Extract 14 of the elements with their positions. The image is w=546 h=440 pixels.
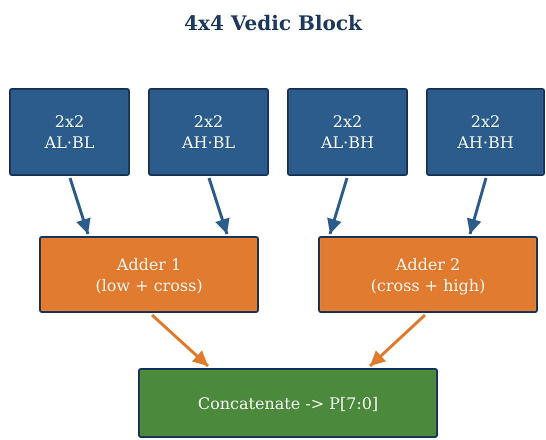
multiplier-box: 2x2 AH·BL bbox=[148, 88, 269, 176]
diagram-title: 4x4 Vedic Block bbox=[183, 10, 364, 37]
arrow bbox=[368, 314, 426, 368]
multiplier-box: 2x2 AL·BH bbox=[287, 88, 408, 176]
multiplier-box: 2x2 AL·BL bbox=[9, 88, 130, 176]
arrow bbox=[327, 178, 348, 234]
adder-box: Adder 2 (cross + high) bbox=[318, 236, 538, 313]
arrow bbox=[466, 178, 488, 234]
adder-box: Adder 1 (low + cross) bbox=[39, 236, 259, 313]
arrow bbox=[208, 178, 230, 234]
concatenate-box: Concatenate -> P[7:0] bbox=[138, 368, 438, 438]
multiplier-box: 2x2 AH·BH bbox=[426, 88, 545, 176]
arrow bbox=[68, 178, 91, 234]
arrow bbox=[151, 314, 209, 368]
